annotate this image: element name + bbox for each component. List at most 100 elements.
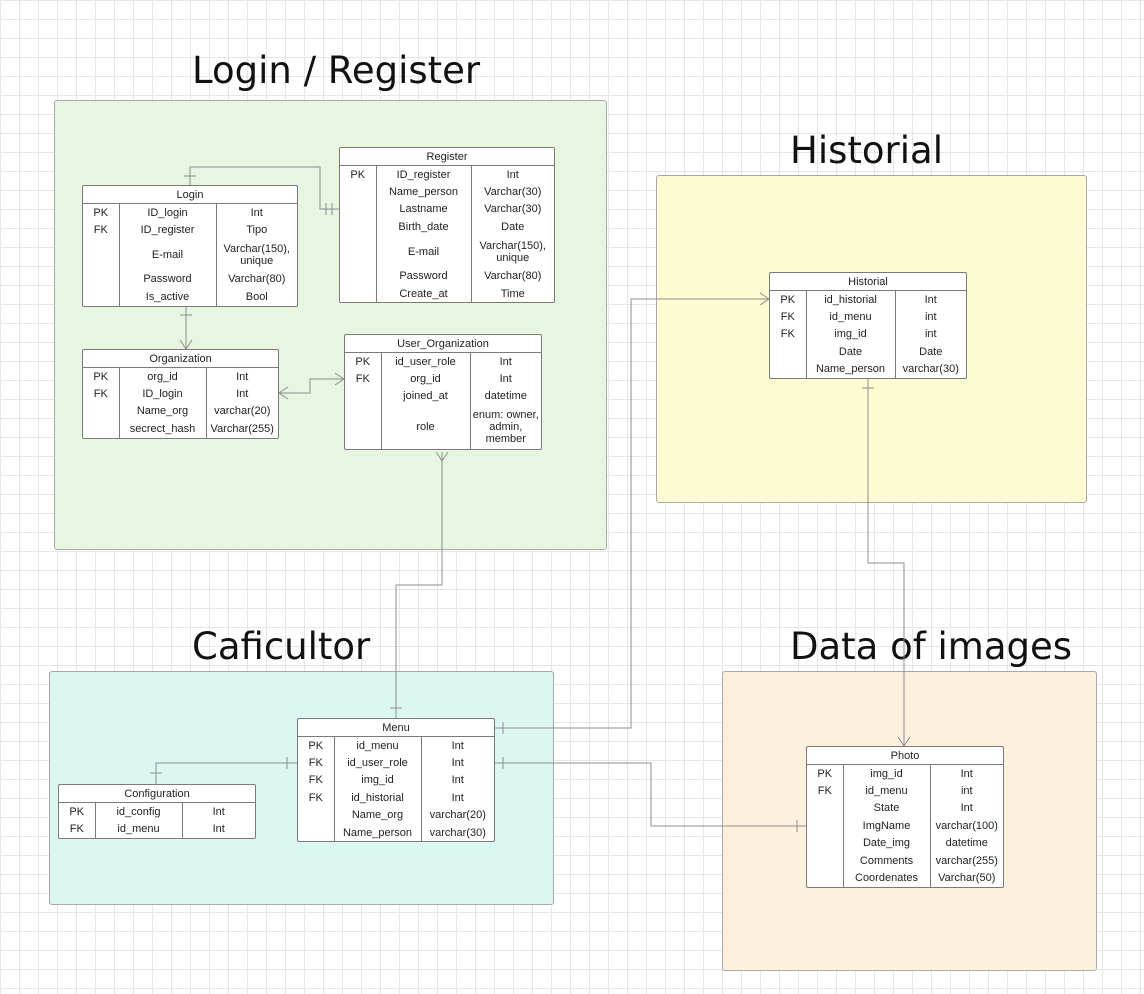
type-cell: Varchar(80): [228, 273, 286, 286]
group-title-login-register: Login / Register: [192, 49, 481, 92]
table-row: Date_img datetime: [807, 834, 1003, 852]
type-cell: varchar(20): [214, 405, 271, 418]
field-cell: id_historial: [334, 789, 422, 807]
table-row: PK id_menu Int: [298, 736, 494, 755]
table-title: User_Organization: [345, 335, 541, 353]
table-row: FK ID_register Tipo: [83, 221, 297, 239]
key-cell: PK: [340, 165, 377, 184]
key-cell: [807, 869, 844, 887]
type-cell: int: [924, 328, 937, 341]
table-title: Login: [83, 186, 297, 204]
field-cell: role: [381, 405, 471, 450]
field-cell: id_user_role: [381, 352, 471, 371]
table-photo[interactable]: Photo PK img_id Int FK id_menu int State…: [806, 746, 1004, 888]
table-title: Organization: [83, 350, 278, 368]
key-cell: [807, 834, 844, 852]
field-cell: State: [843, 799, 931, 818]
table-row: PK ID_login Int: [83, 203, 297, 222]
group-title-data-of-images: Data of images: [790, 625, 1073, 668]
table-row: FK id_user_role Int: [298, 754, 494, 772]
table-row: PK id_historial Int: [770, 290, 966, 309]
type-cell: Int: [236, 388, 249, 401]
type-cell: Int: [451, 739, 464, 752]
field-cell: Password: [119, 270, 217, 289]
table-row: FK ID_login Int: [83, 385, 278, 403]
key-cell: FK: [59, 820, 96, 838]
key-cell: FK: [345, 370, 382, 388]
key-cell: [83, 402, 120, 421]
table-login[interactable]: Login PK ID_login Int FK ID_register Tip…: [82, 185, 298, 307]
table-row: Is_active Bool: [83, 288, 297, 306]
table-user-organization[interactable]: User_Organization PK id_user_role Int FK…: [344, 334, 542, 451]
table-row: Name_org varchar(20): [298, 806, 494, 824]
table-historial[interactable]: Historial PK id_historial Int FK id_menu…: [769, 272, 967, 379]
table-row: Name_org varchar(20): [83, 402, 278, 421]
key-cell: FK: [770, 325, 807, 344]
table-row: role enum: owner, admin, member: [345, 405, 541, 450]
key-cell: [298, 823, 335, 842]
key-cell: [83, 270, 120, 289]
type-cell: datetime: [484, 390, 527, 403]
type-cell: Varchar(50): [938, 872, 996, 885]
type-cell: Int: [960, 802, 973, 815]
table-configuration[interactable]: Configuration PK id_config Int FK id_men…: [58, 784, 256, 839]
table-organization[interactable]: Organization PK org_id Int FK ID_login I…: [82, 349, 279, 439]
table-row: PK org_id Int: [83, 367, 278, 386]
table-row: FK img_id int: [770, 325, 966, 344]
table-row: FK org_id Int: [345, 370, 541, 388]
table-row: Comments varchar(255): [807, 851, 1003, 870]
table-title: Photo: [807, 747, 1003, 765]
table-menu[interactable]: Menu PK id_menu Int FK id_user_role Int …: [297, 718, 495, 843]
key-cell: PK: [807, 764, 844, 783]
table-row: Coordenates Varchar(50): [807, 869, 1003, 887]
table-row: ImgName varchar(100): [807, 817, 1003, 835]
type-cell: int: [924, 311, 937, 324]
type-cell: Date: [501, 220, 525, 233]
key-cell: PK: [83, 203, 120, 222]
field-cell: id_user_role: [334, 754, 422, 772]
field-cell: org_id: [119, 367, 207, 386]
field-cell: Comments: [843, 851, 931, 870]
table-row: FK id_menu int: [770, 308, 966, 326]
field-cell: org_id: [381, 370, 471, 388]
key-cell: [807, 851, 844, 870]
key-cell: [340, 267, 377, 285]
table-title: Configuration: [59, 785, 255, 803]
key-cell: [770, 360, 807, 378]
table-title: Historial: [770, 273, 966, 291]
type-cell: varchar(100): [935, 819, 998, 832]
field-cell: Name_person: [334, 823, 422, 842]
table-row: E-mail Varchar(150), unique: [340, 235, 554, 268]
field-cell: Date_img: [843, 834, 931, 852]
field-cell: Name_org: [334, 806, 422, 824]
field-cell: id_menu: [843, 782, 931, 800]
type-cell: Varchar(30): [484, 203, 542, 216]
key-cell: [298, 806, 335, 824]
field-cell: id_menu: [95, 820, 183, 838]
key-cell: FK: [298, 771, 335, 790]
table-row: PK img_id Int: [807, 764, 1003, 783]
key-cell: [340, 200, 377, 219]
group-title-historial: Historial: [790, 129, 943, 172]
table-register[interactable]: Register PK ID_register Int Name_person …: [339, 147, 555, 304]
type-cell: Int: [451, 774, 464, 787]
key-cell: [83, 238, 120, 271]
key-cell: [770, 343, 807, 361]
type-cell: varchar(30): [429, 826, 486, 839]
type-cell: Date: [919, 345, 943, 358]
field-cell: ID_register: [376, 165, 472, 184]
table-row: Password Varchar(80): [340, 267, 554, 285]
key-cell: [83, 288, 120, 306]
table-row: secrect_hash Varchar(255): [83, 420, 278, 438]
type-cell: Varchar(80): [484, 270, 542, 283]
field-cell: Birth_date: [376, 218, 472, 236]
type-cell: enum: owner, admin, member: [472, 409, 539, 446]
table-row: State Int: [807, 799, 1003, 818]
table-row: Birth_date Date: [340, 218, 554, 236]
type-cell: Varchar(30): [484, 186, 542, 199]
key-cell: PK: [345, 352, 382, 371]
key-cell: PK: [298, 736, 335, 755]
field-cell: id_menu: [806, 308, 896, 326]
type-cell: varchar(20): [429, 809, 486, 822]
type-cell: Tipo: [246, 224, 268, 237]
